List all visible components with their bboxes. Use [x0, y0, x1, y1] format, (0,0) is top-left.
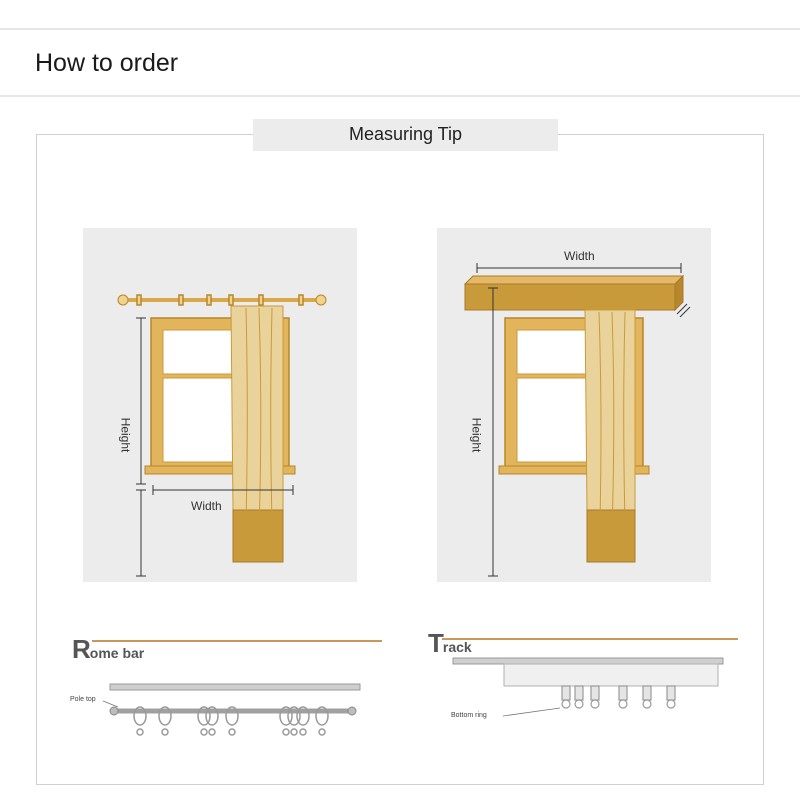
header-divider	[0, 95, 800, 97]
page-title: How to order	[35, 49, 179, 77]
top-divider	[0, 28, 800, 30]
rod-window-illustration	[117, 294, 327, 577]
measuring-tip-heading: Measuring Tip	[253, 119, 558, 151]
width-label: Width	[564, 249, 595, 263]
track-window-illustration	[463, 263, 691, 577]
track-label: rack	[442, 639, 472, 655]
rome-bar-title: Rome bar	[72, 634, 144, 665]
height-label: Height	[469, 417, 484, 453]
pole-top-callout: Pole top	[70, 696, 96, 703]
rome-bar-label: ome bar	[89, 645, 145, 661]
bottom-ring-callout: Bottom ring	[451, 712, 487, 719]
rod-measure-panel: Height Width	[83, 228, 357, 582]
track-initial: T	[428, 628, 444, 658]
width-label: Width	[191, 499, 222, 513]
height-label: Height	[118, 417, 133, 453]
track-measure-panel: Height Width	[437, 228, 711, 582]
rome-bar-initial: R	[72, 634, 91, 664]
track-title: Track	[428, 628, 472, 659]
